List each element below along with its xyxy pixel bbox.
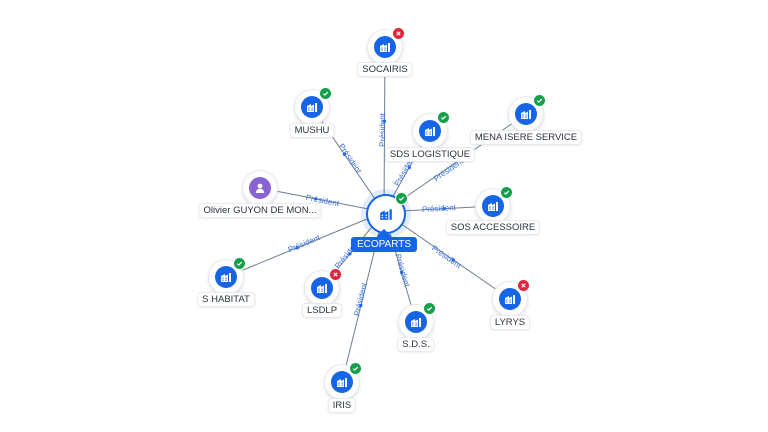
company-node-iris[interactable] — [325, 362, 362, 399]
node-label-s-habitat[interactable]: S HABITAT — [198, 293, 254, 306]
edge-label-sds: Président — [393, 253, 411, 289]
edge-arrow-sds — [400, 270, 404, 275]
building-icon — [482, 195, 504, 217]
node-label-mushu[interactable]: MUSHU — [290, 124, 334, 137]
node-label-iris[interactable]: IRIS — [328, 399, 356, 412]
center-company-node[interactable] — [366, 192, 408, 234]
building-icon — [331, 371, 353, 393]
active-status-icon — [533, 94, 546, 107]
active-status-icon — [233, 257, 246, 270]
node-label-sds[interactable]: S.D.S. — [398, 338, 434, 351]
edge-olivier-guyon — [259, 187, 385, 213]
building-icon — [405, 311, 427, 333]
inactive-status-icon — [517, 279, 530, 292]
center-company-label[interactable]: ECOPARTS — [350, 237, 418, 252]
inactive-status-icon — [392, 27, 405, 40]
building-icon — [215, 266, 237, 288]
node-label-lsdlp[interactable]: LSDLP — [302, 304, 342, 317]
node-label-sds-logistique[interactable]: SDS LOGISTIQUE — [385, 148, 475, 161]
edge-arrow-socairis — [382, 119, 387, 123]
edge-arrow-sds-logistique — [407, 165, 411, 170]
company-node-sds-logistique[interactable] — [413, 111, 450, 148]
company-node-s-habitat[interactable] — [209, 257, 246, 294]
edge-s-habitat — [225, 211, 385, 278]
node-label-mena-isere-service[interactable]: MENA ISERE SERVICE — [470, 131, 582, 144]
building-icon — [515, 103, 537, 125]
building-icon — [374, 36, 396, 58]
node-label-socairis[interactable]: SOCAIRIS — [358, 63, 412, 76]
building-icon — [419, 120, 441, 142]
person-icon — [249, 177, 271, 199]
building-icon — [373, 201, 399, 227]
company-node-socairis[interactable] — [368, 27, 405, 64]
active-status-icon — [423, 302, 436, 315]
edge-arrow-mushu — [342, 152, 346, 156]
inactive-status-icon — [329, 268, 342, 281]
person-node-olivier-guyon[interactable] — [243, 171, 277, 205]
edge-arrow-iris — [359, 303, 363, 308]
edge-label-socairis: Président — [378, 112, 387, 147]
edge-arrow-lyrys — [451, 258, 455, 262]
company-node-lyrys[interactable] — [493, 279, 530, 316]
edge-label-mushu: Président — [337, 142, 364, 176]
active-status-icon — [437, 111, 450, 124]
building-icon — [311, 277, 333, 299]
edge-label-iris: Président — [352, 281, 369, 317]
edge-arrow-s-habitat — [295, 246, 299, 250]
company-node-sds[interactable] — [399, 302, 436, 339]
active-status-icon — [500, 186, 513, 199]
edge-label-s-habitat: Président — [287, 233, 322, 254]
company-node-lsdlp[interactable] — [305, 268, 342, 305]
node-label-sos-accessoire[interactable]: SOS ACCESSOIRE — [446, 221, 540, 234]
edge-arrow-sos-accessoire — [442, 207, 446, 211]
edge-label-lyrys: Président — [430, 244, 464, 271]
edge-arrow-lsdlp — [348, 252, 352, 256]
edge-label-sos-accessoire: Président — [422, 203, 457, 214]
active-status-icon — [349, 362, 362, 375]
node-label-lyrys[interactable]: LYRYS — [490, 316, 530, 329]
building-icon — [301, 96, 323, 118]
edge-lyrys — [383, 211, 511, 300]
active-status-icon — [395, 192, 408, 205]
node-label-olivier-guyon[interactable]: Olivier GUYON DE MON... — [199, 204, 321, 217]
edge-arrow-olivier-guyon — [314, 197, 318, 201]
company-node-sos-accessoire[interactable] — [476, 186, 513, 223]
company-node-mushu[interactable] — [295, 87, 332, 124]
active-status-icon — [319, 87, 332, 100]
company-node-mena-isere-service[interactable] — [509, 94, 546, 131]
building-icon — [499, 288, 521, 310]
